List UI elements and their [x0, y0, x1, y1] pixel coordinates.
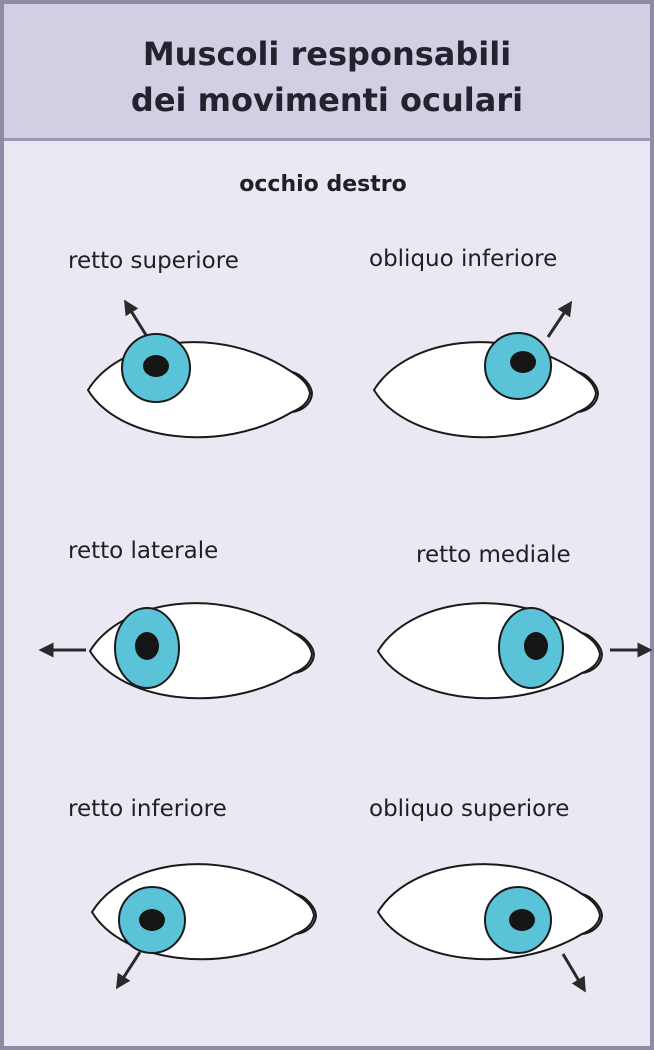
pupil	[135, 632, 159, 660]
label-obliquo-inferiore: obliquo inferiore	[369, 246, 558, 272]
eye-retto-laterale	[38, 602, 316, 700]
label-obliquo-superiore: obliquo superiore	[369, 796, 570, 822]
title-line-1: Muscoli responsabili	[142, 35, 512, 73]
eye-retto-superiore	[86, 299, 314, 439]
pupil	[524, 632, 548, 660]
eye-obliquo-inferiore	[372, 300, 600, 439]
subtitle: occhio destro	[239, 172, 407, 197]
eye-retto-mediale	[376, 602, 653, 700]
pupil	[510, 351, 536, 373]
header-banner: Muscoli responsabili dei movimenti ocula…	[4, 4, 650, 141]
title-line-2: dei movimenti oculari	[130, 81, 524, 119]
eye-obliquo-superiore	[376, 863, 604, 993]
pupil	[143, 355, 169, 377]
pupil	[509, 909, 535, 931]
arrow-down-left	[115, 951, 142, 990]
label-retto-mediale: retto mediale	[416, 542, 571, 568]
label-retto-laterale: retto laterale	[68, 538, 219, 564]
label-retto-inferiore: retto inferiore	[68, 796, 227, 822]
arrow-down-right	[561, 953, 586, 993]
arrow-up-left	[124, 299, 148, 336]
label-retto-superiore: retto superiore	[68, 248, 239, 274]
eye-retto-inferiore	[90, 863, 318, 990]
arrow-up-right	[546, 300, 573, 338]
pupil	[139, 909, 165, 931]
